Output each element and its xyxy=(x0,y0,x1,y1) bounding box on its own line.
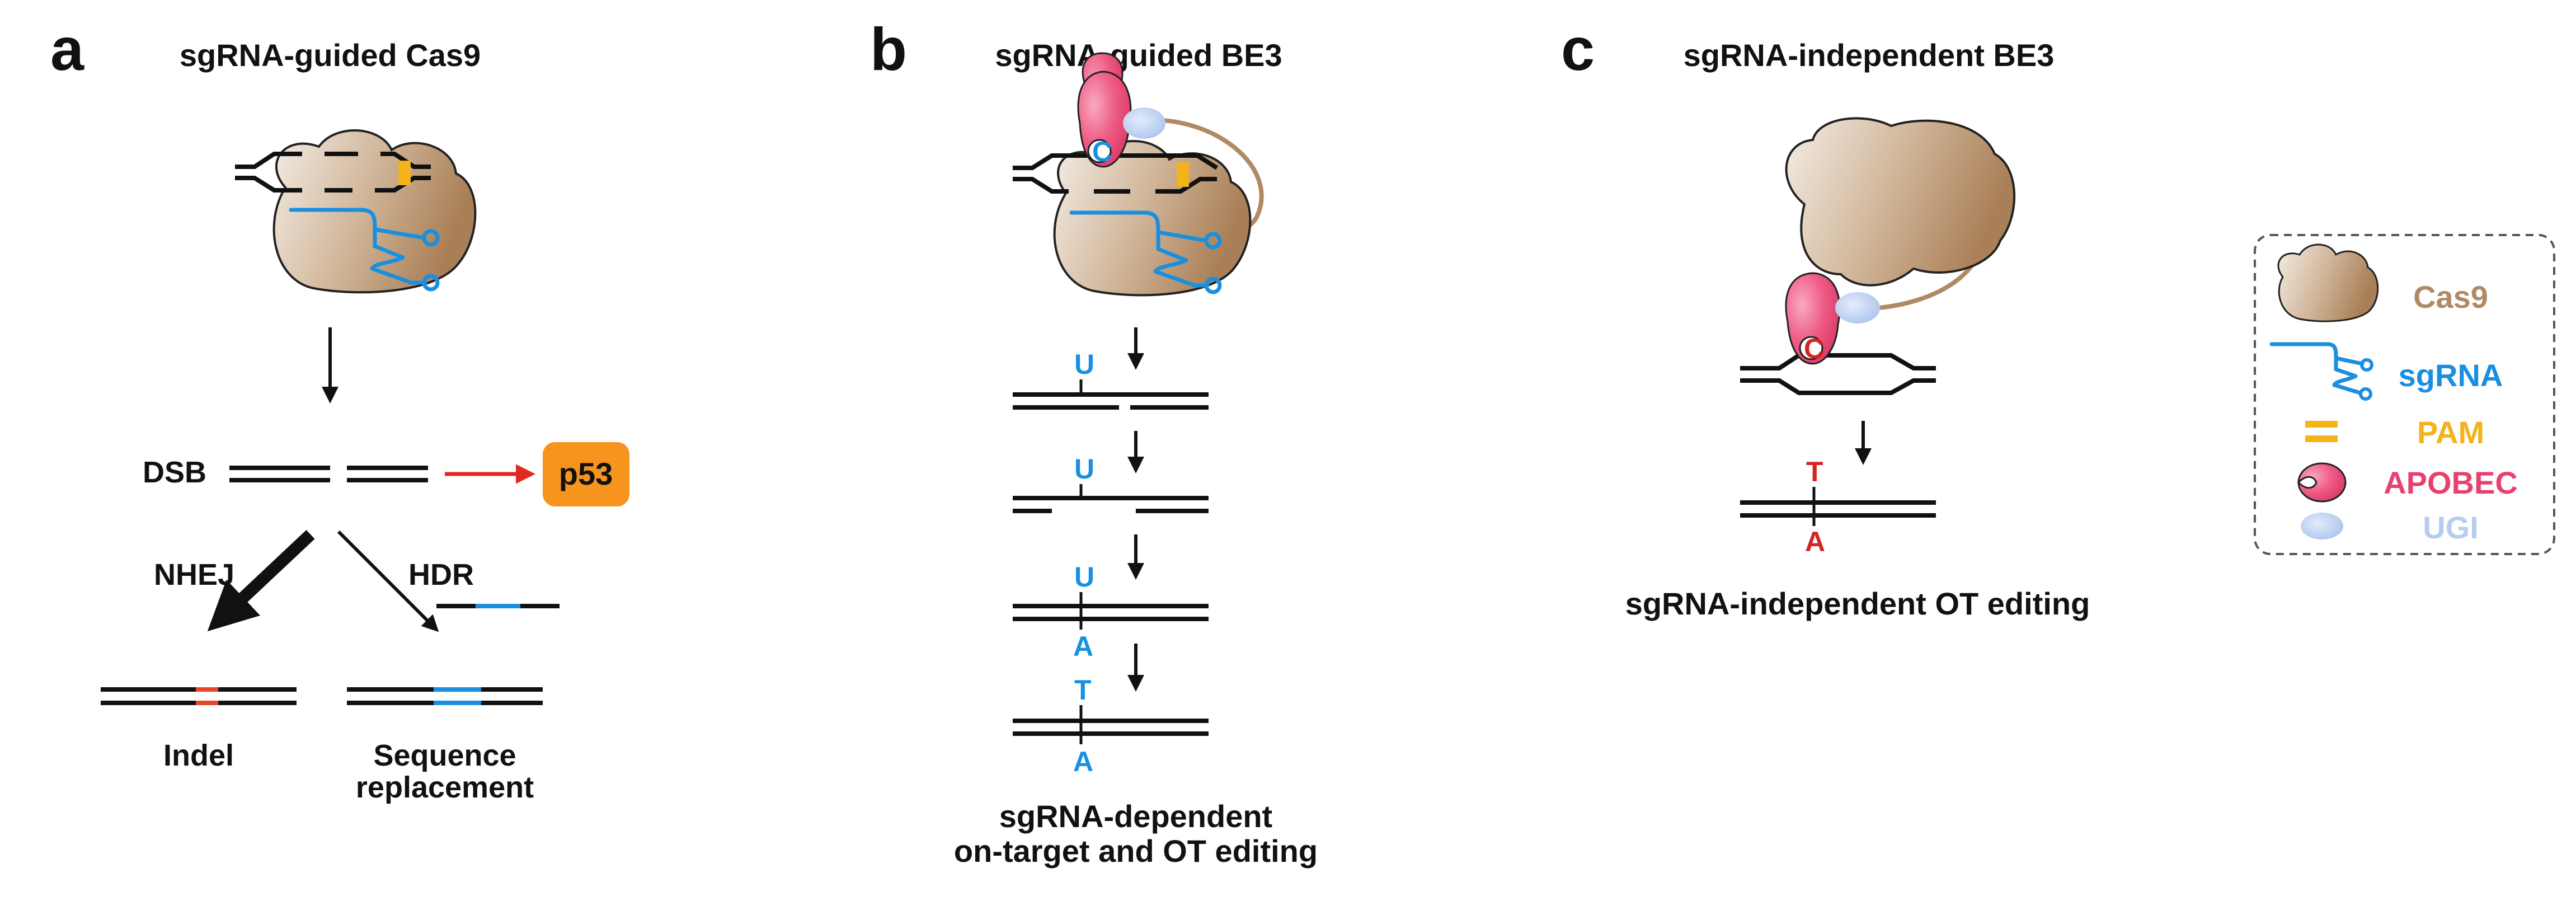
indel-dna xyxy=(101,687,297,705)
step4-top: T xyxy=(1074,674,1092,706)
step3-bottom: A xyxy=(1073,631,1093,662)
step3-top: U xyxy=(1074,561,1094,593)
legend-box: Cas9 sgRNA PAM APOBEC UGI xyxy=(2254,234,2555,555)
cas9-body xyxy=(1785,117,2015,287)
cas9-body xyxy=(272,129,477,294)
ugi-icon xyxy=(2301,513,2343,539)
sequence-label-2: replacement xyxy=(356,771,534,804)
legend-ugi-label: UGI xyxy=(2423,510,2479,545)
panel-b-caption-2: on-target and OT editing xyxy=(954,833,1318,869)
c-base-c: C xyxy=(1804,333,1824,364)
legend-pam-label: PAM xyxy=(2417,415,2484,450)
panel-a: a sgRNA-guided Cas9 DSB xyxy=(50,15,629,804)
panel-a-letter: a xyxy=(50,15,84,83)
panel-c: c sgRNA-independent BE3 C T A sgRNA-inde… xyxy=(1561,15,2090,621)
step4-bottom: A xyxy=(1073,746,1093,777)
ugi-shape xyxy=(1123,107,1165,139)
pam-mark xyxy=(398,161,411,185)
dsb-label: DSB xyxy=(143,456,206,489)
legend-sgrna-label: sgRNA xyxy=(2399,358,2503,393)
p53-label: p53 xyxy=(559,456,613,491)
cas9-complex-a xyxy=(235,129,477,294)
indel-label: Indel xyxy=(163,739,234,772)
cas9-icon xyxy=(2277,243,2379,322)
panel-b-letter: b xyxy=(870,15,907,83)
replacement-dna xyxy=(347,687,543,705)
apobec-icon xyxy=(2297,462,2347,503)
dsb-dna xyxy=(229,466,428,482)
sequence-label-1: Sequence xyxy=(373,739,516,772)
panel-c-caption: sgRNA-independent OT editing xyxy=(1625,586,2090,621)
be3-complex-b: C xyxy=(1013,52,1264,297)
nhej-label: NHEJ xyxy=(154,558,234,592)
hdr-arrow xyxy=(337,530,439,632)
be3-complex-c: C xyxy=(1740,117,2015,395)
c-top-base: T xyxy=(1806,456,1823,487)
sgrna-icon xyxy=(2269,342,2373,401)
panel-c-title: sgRNA-independent BE3 xyxy=(1684,37,2055,73)
editing-steps: U U U A T A xyxy=(1013,327,1209,777)
step1-top: U xyxy=(1074,349,1094,380)
c-bottom-base: A xyxy=(1805,526,1825,557)
ugi-shape xyxy=(1835,292,1880,323)
panel-a-title: sgRNA-guided Cas9 xyxy=(180,37,481,73)
pam-mark xyxy=(1177,162,1189,187)
pam-icon xyxy=(2305,421,2338,442)
cas9-body xyxy=(1053,140,1252,297)
apobec-shape xyxy=(1785,272,1841,365)
sgrna-strand xyxy=(289,208,427,285)
legend-apobec-label: APOBEC xyxy=(2384,465,2518,500)
panel-b: b sgRNA-guided BE3 C xyxy=(870,15,1318,869)
c-base-b: C xyxy=(1092,136,1112,167)
step2-top: U xyxy=(1074,453,1094,485)
hdr-label: HDR xyxy=(408,558,474,592)
legend-cas9-label: Cas9 xyxy=(2413,279,2488,315)
panel-b-title: sgRNA-guided BE3 xyxy=(995,37,1282,73)
p53-box xyxy=(543,442,629,506)
panel-c-letter: c xyxy=(1561,15,1595,83)
nhej-arrow xyxy=(207,529,315,632)
panel-b-caption-1: sgRNA-dependent xyxy=(999,799,1272,834)
